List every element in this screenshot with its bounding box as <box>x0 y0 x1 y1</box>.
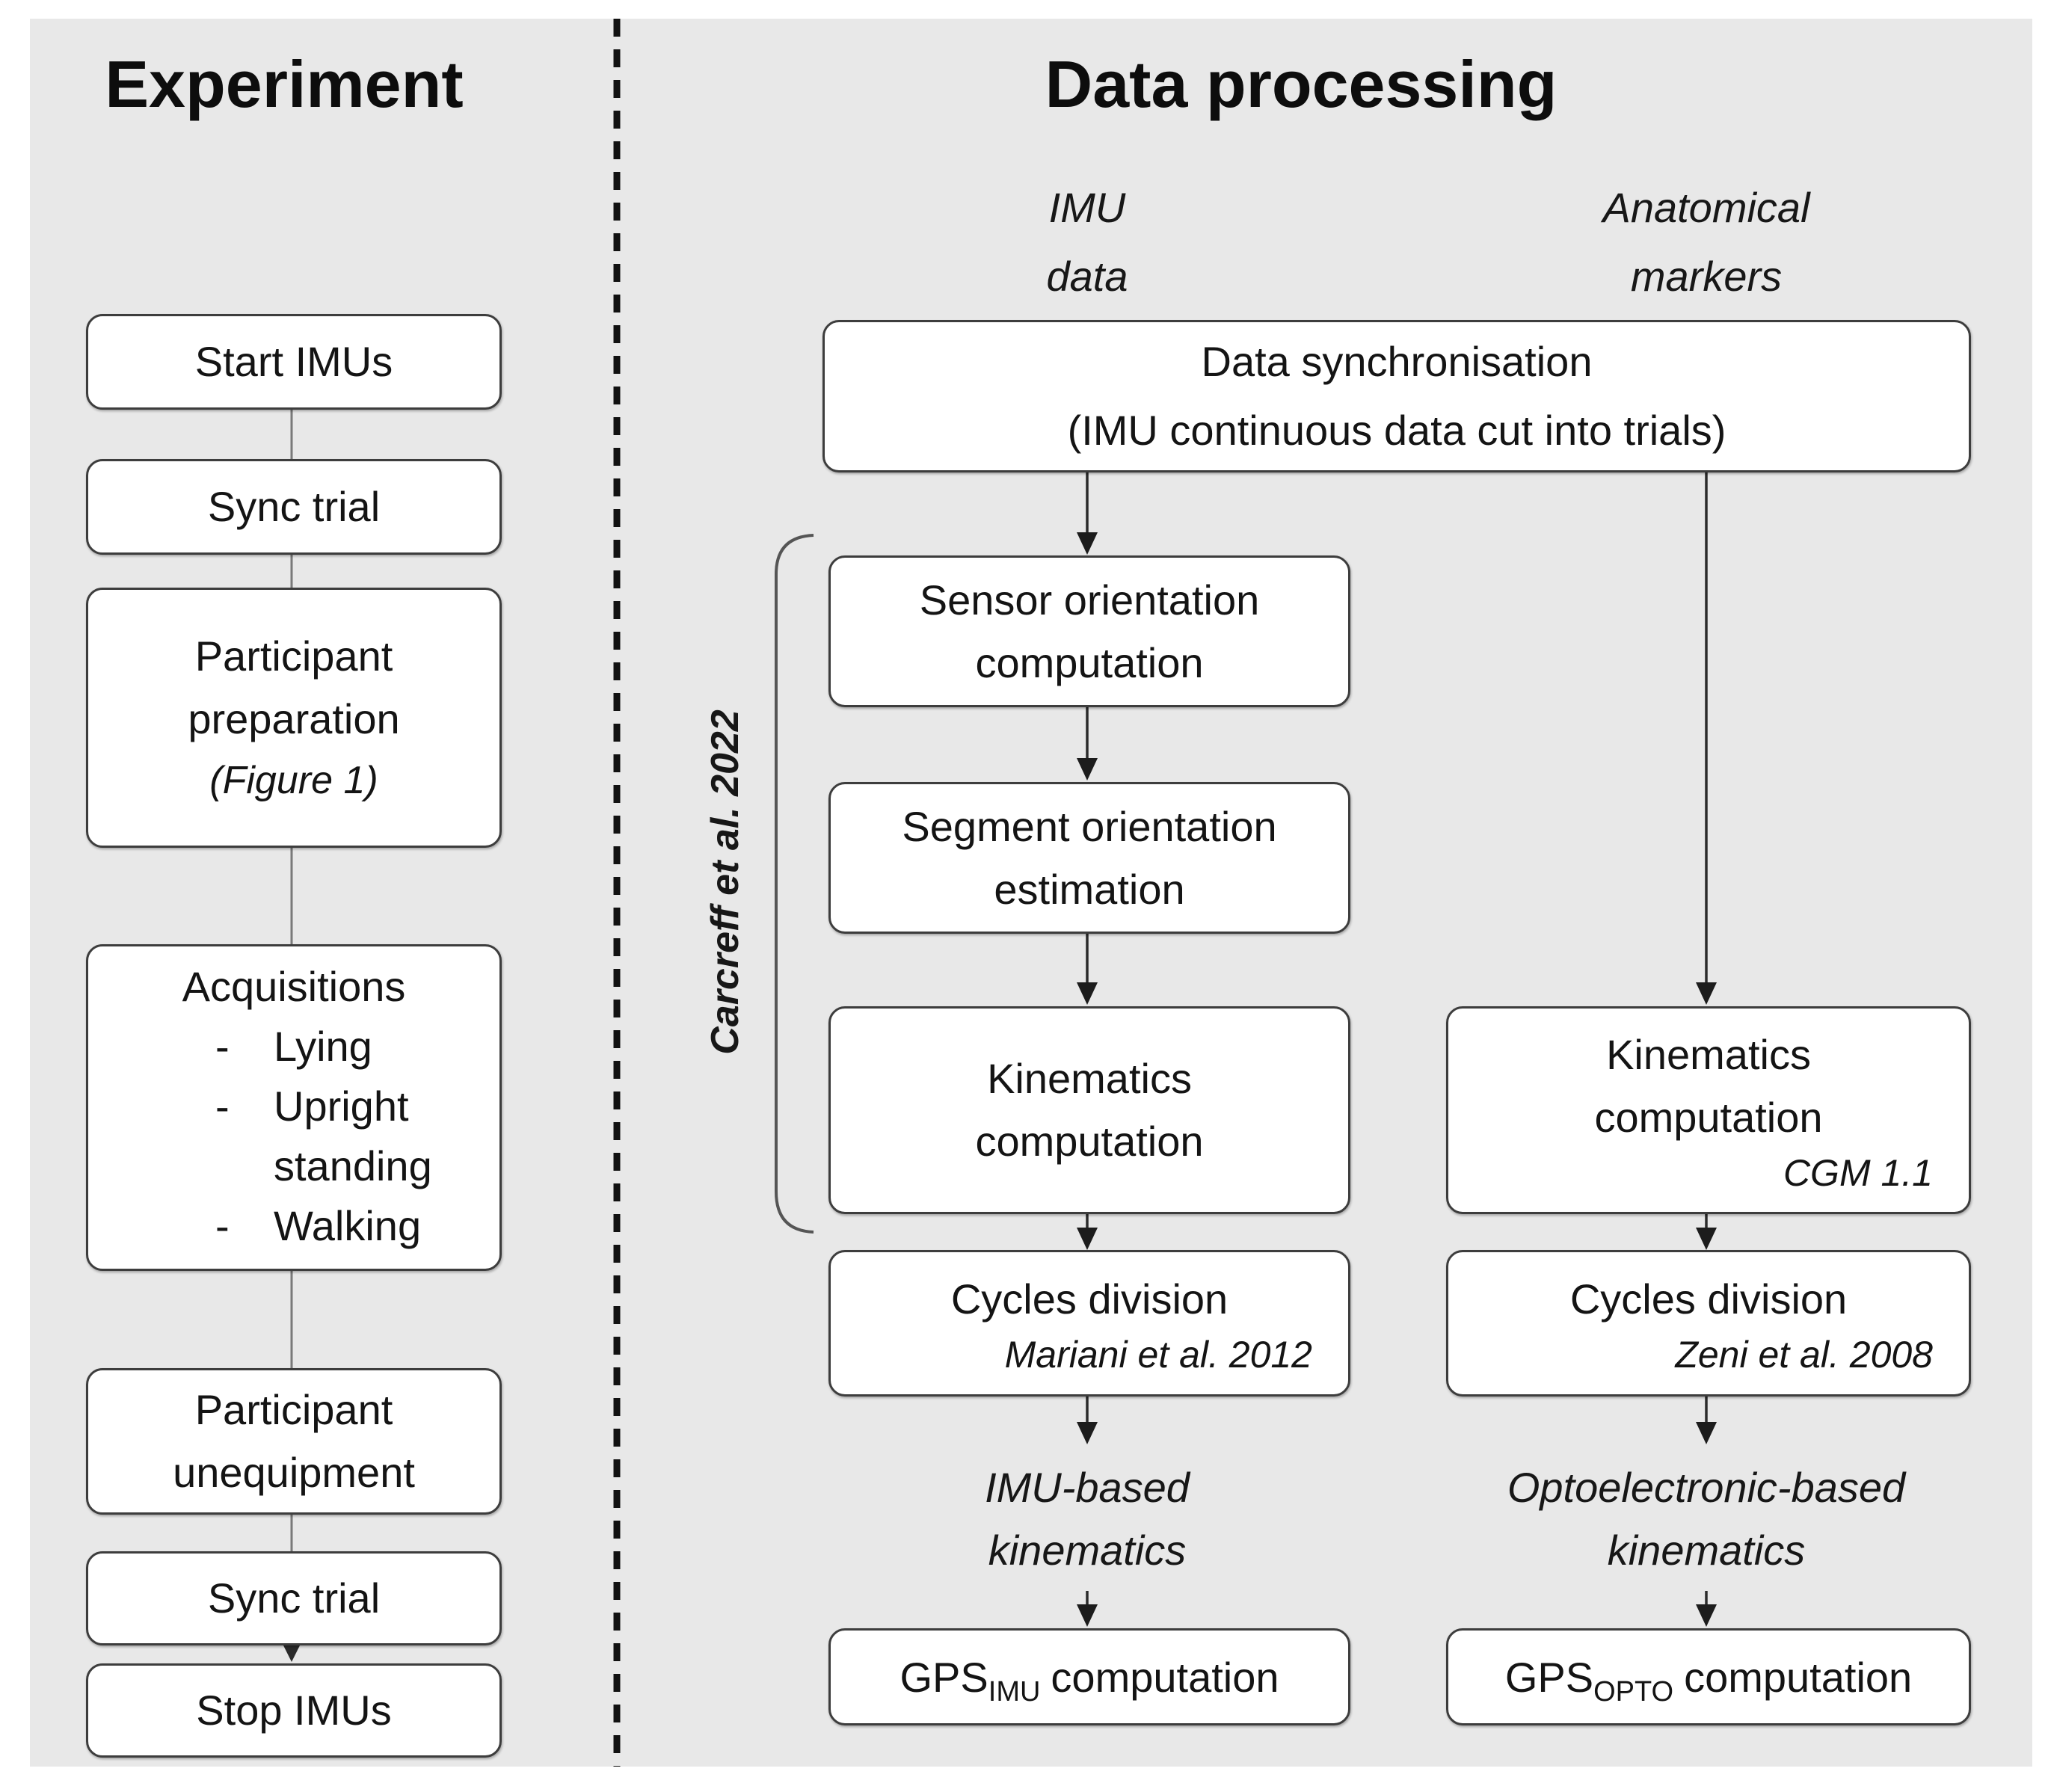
imu-data-label-line1: IMU <box>1048 184 1126 231</box>
flow-node-data-synchronisation: Data synchronisation (IMU continuous dat… <box>822 320 1971 472</box>
flow-node-cycles-division-imu: Cycles division Mariani et al. 2012 <box>828 1250 1350 1397</box>
imu-based-kinematics-label: IMU-based kinematics <box>825 1456 1349 1582</box>
gps-opto-suffix: computation <box>1684 1653 1913 1701</box>
start-imus-label: Start IMUs <box>194 338 393 385</box>
sensor-orientation-line2: computation <box>975 638 1204 686</box>
opto-result-line1: Optoelectronic-based <box>1507 1464 1906 1511</box>
sync-trial-top-label: Sync trial <box>207 483 381 530</box>
kinematics-imu-line2: computation <box>975 1118 1204 1165</box>
optoelectronic-based-kinematics-label: Optoelectronic-based kinematics <box>1415 1456 1998 1582</box>
cycles-imu-title: Cycles division <box>950 1275 1229 1323</box>
gps-imu-base: GPS <box>900 1653 988 1701</box>
preparation-figure-note: (Figure 1) <box>209 759 378 802</box>
anatomical-label-line1: Anatomical <box>1602 184 1810 231</box>
anatomical-label-line2: markers <box>1630 253 1783 300</box>
list-dash: - <box>215 1083 230 1130</box>
acquisition-item-walking: - Walking <box>88 1196 499 1256</box>
segment-orientation-line2: estimation <box>994 865 1185 913</box>
bracket-reference-label: Carcreff et al. 2022 <box>704 709 747 1055</box>
acquisition-item-label: Lying <box>274 1023 372 1070</box>
flow-node-participant-preparation: Participant preparation (Figure 1) <box>86 588 502 848</box>
opto-result-line2: kinematics <box>1607 1527 1806 1574</box>
imu-data-column-label: IMU data <box>870 173 1304 311</box>
flow-node-kinematics-imu: Kinematics computation <box>828 1006 1350 1214</box>
anatomical-markers-column-label: Anatomical markers <box>1489 173 1923 311</box>
gps-imu-suffix: computation <box>1051 1653 1279 1701</box>
cycles-opto-title: Cycles division <box>1569 1275 1848 1323</box>
cycles-opto-reference: Zeni et al. 2008 <box>1675 1334 1933 1376</box>
kinematics-opto-line1: Kinematics <box>1606 1031 1811 1078</box>
list-dash: - <box>215 1202 230 1249</box>
cycles-imu-reference: Mariani et al. 2012 <box>1004 1334 1312 1376</box>
acquisition-item-label: Walking <box>274 1202 422 1249</box>
list-dash <box>215 1136 274 1196</box>
unequipment-line2: unequipment <box>173 1449 415 1496</box>
flow-node-sync-trial-top: Sync trial <box>86 459 502 555</box>
imu-data-label-line2: data <box>1046 253 1128 300</box>
gps-opto-subscript: OPTO <box>1593 1675 1674 1708</box>
flow-node-participant-unequipment: Participant unequipment <box>86 1368 502 1515</box>
kinematics-imu-line1: Kinematics <box>987 1055 1192 1102</box>
acquisition-item-label: Upright <box>274 1083 409 1130</box>
acquisitions-title: Acquisitions <box>182 963 406 1010</box>
kinematics-opto-reference: CGM 1.1 <box>1783 1152 1933 1194</box>
acquisition-item-upright: - Upright <box>88 1077 499 1136</box>
preparation-line2: preparation <box>188 695 400 742</box>
experiment-section-title: Experiment <box>105 47 464 121</box>
unequipment-line1: Participant <box>194 1386 393 1433</box>
acquisition-item-lying: - Lying <box>88 1017 499 1077</box>
acquisition-item-label: standing <box>274 1142 432 1189</box>
flow-node-cycles-division-opto: Cycles division Zeni et al. 2008 <box>1446 1250 1971 1397</box>
data-processing-section-title: Data processing <box>1045 47 1557 121</box>
acquisition-item-standing: standing <box>88 1136 499 1196</box>
kinematics-opto-line2: computation <box>1594 1094 1823 1141</box>
segment-orientation-line1: Segment orientation <box>902 802 1277 850</box>
flow-node-stop-imus: Stop IMUs <box>86 1663 502 1758</box>
sensor-orientation-line1: Sensor orientation <box>919 576 1260 623</box>
imu-result-line2: kinematics <box>988 1527 1187 1574</box>
data-sync-line1: Data synchronisation <box>1201 338 1593 385</box>
sync-trial-bottom-label: Sync trial <box>207 1574 381 1622</box>
stop-imus-label: Stop IMUs <box>196 1687 392 1734</box>
flow-node-kinematics-opto: Kinematics computation CGM 1.1 <box>1446 1006 1971 1214</box>
flow-node-sensor-orientation: Sensor orientation computation <box>828 555 1350 707</box>
flow-node-segment-orientation: Segment orientation estimation <box>828 782 1350 934</box>
flow-node-sync-trial-bottom: Sync trial <box>86 1551 502 1645</box>
imu-result-line1: IMU-based <box>985 1464 1190 1511</box>
data-sync-line2: (IMU continuous data cut into trials) <box>1067 407 1726 454</box>
list-dash: - <box>215 1023 230 1070</box>
flow-node-acquisitions: Acquisitions - Lying - Upright standing … <box>86 944 502 1271</box>
preparation-line1: Participant <box>194 632 393 680</box>
gps-imu-subscript: IMU <box>988 1675 1041 1708</box>
gps-opto-base: GPS <box>1504 1653 1594 1701</box>
flow-node-start-imus: Start IMUs <box>86 314 502 410</box>
